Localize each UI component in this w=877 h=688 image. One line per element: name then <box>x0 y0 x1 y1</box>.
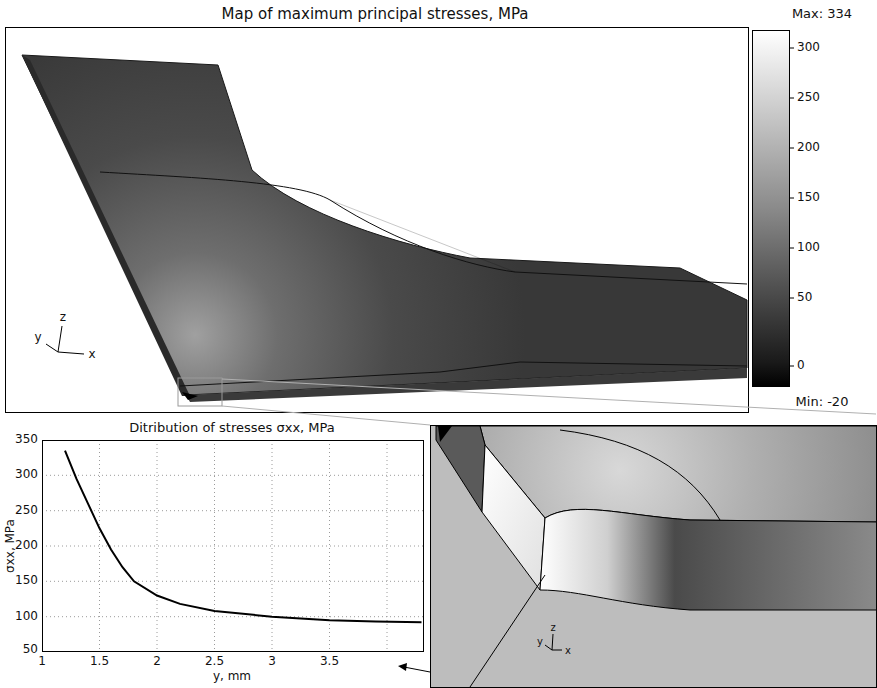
colorbar-tick: 150 <box>797 191 820 204</box>
y-tick: 350 <box>15 433 38 446</box>
y-tick: 100 <box>15 610 38 623</box>
axis-triad-label: x <box>88 348 95 361</box>
colorbar-tick: 50 <box>797 291 812 304</box>
colorbar-max: Max: 334 <box>792 7 852 21</box>
axis-triad-label: z <box>550 622 555 633</box>
colorbar-tick: 200 <box>797 141 820 154</box>
axis-triad-label: z <box>60 311 66 324</box>
x-tick: 1 <box>38 655 46 668</box>
x-tick: 3.5 <box>320 655 339 668</box>
chart-title: Ditribution of stresses σxx, MPa <box>129 421 335 435</box>
x-axis-title: y, mm <box>213 670 251 683</box>
x-tick: 1.5 <box>90 655 109 668</box>
panel-title: Map of maximum principal stresses, MPa <box>222 6 529 23</box>
colorbar-tick: 100 <box>797 241 820 254</box>
x-tick: 2.5 <box>205 655 224 668</box>
colorbar-tick: 300 <box>797 41 820 54</box>
x-tick: 2 <box>153 655 161 668</box>
colorbar-tick: 0 <box>797 359 805 372</box>
y-tick: 200 <box>15 539 38 552</box>
y-tick: 50 <box>23 643 38 656</box>
axis-triad-label: y <box>34 331 41 344</box>
y-tick: 150 <box>15 575 38 588</box>
colorbar-min: Min: -20 <box>796 395 849 409</box>
colorbar-tick: 250 <box>797 91 820 104</box>
y-tick: 250 <box>15 504 38 517</box>
axis-triad-label: y <box>537 636 543 647</box>
x-tick: 3 <box>268 655 276 668</box>
axis-triad-label: x <box>565 645 571 656</box>
y-tick: 300 <box>15 469 38 482</box>
